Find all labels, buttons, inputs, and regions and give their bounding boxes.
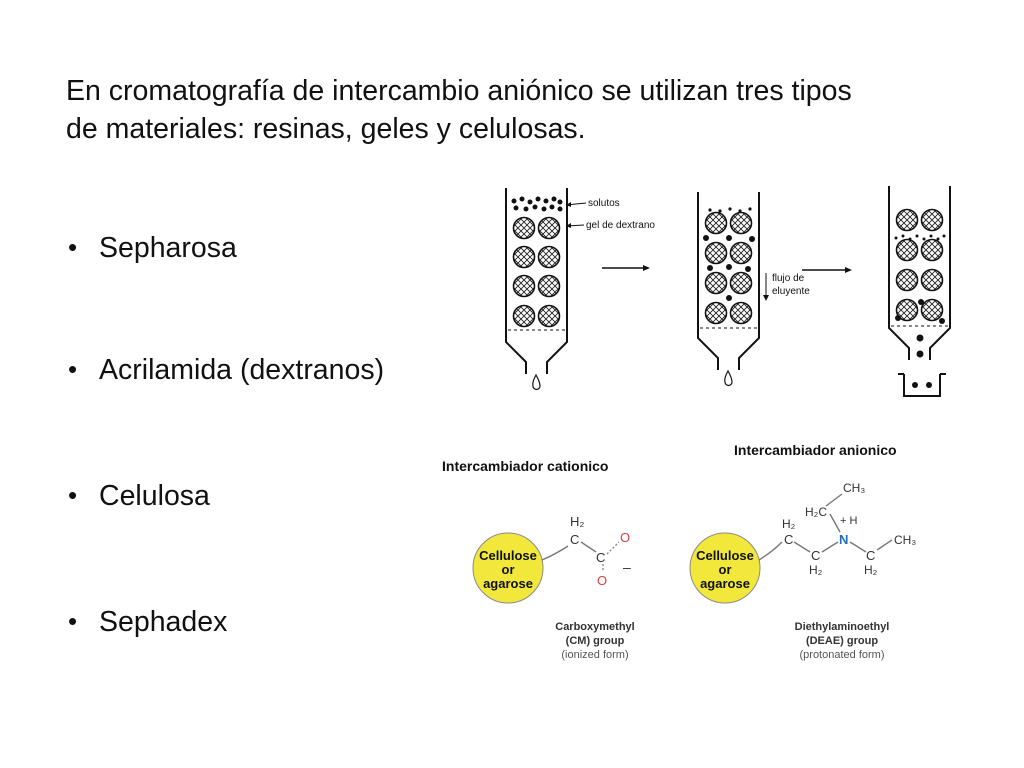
cm-group-diagram: Cellulose or agarose H₂ C C O O – Carbox… — [472, 514, 635, 661]
droplet-icon — [532, 373, 541, 391]
deae-name: Diethylaminoethyl — [795, 621, 890, 633]
svg-text:–: – — [623, 559, 631, 575]
svg-text:H₂: H₂ — [809, 563, 823, 577]
svg-text:(ionized form): (ionized form) — [561, 649, 628, 661]
solute-band — [511, 196, 563, 212]
label-solutos: solutos — [588, 198, 620, 209]
svg-text:Cellulose: Cellulose — [479, 548, 537, 563]
cellulose-bead — [689, 532, 761, 604]
svg-text:(DEAE) group: (DEAE) group — [806, 635, 878, 647]
intro-text: En cromatografía de intercambio aniónico… — [66, 72, 946, 148]
svg-text:(CM) group: (CM) group — [566, 635, 625, 647]
svg-text:(protonated form): (protonated form) — [800, 649, 885, 661]
svg-text:C: C — [811, 548, 820, 563]
beaker-icon — [903, 374, 941, 397]
svg-text:C: C — [596, 550, 605, 565]
cm-name: Carboxymethyl — [555, 621, 634, 633]
column-1: solutos gel de dextrano — [505, 188, 655, 391]
svg-text:H₂: H₂ — [570, 514, 584, 529]
flow-arrow-icon — [763, 295, 769, 301]
label-eluyente: eluyente — [772, 286, 810, 297]
caption-cationico: Intercambiador cationico — [442, 458, 609, 474]
svg-text:CH₃: CH₃ — [894, 533, 916, 547]
column-2: flujo de eluyente — [697, 192, 810, 387]
intro-line-2: de materiales: resinas, geles y celulosa… — [66, 113, 586, 145]
caption-anionico: Intercambiador anionico — [734, 442, 897, 458]
svg-text:C: C — [866, 548, 875, 563]
svg-text:O: O — [620, 530, 630, 545]
svg-text:H₂: H₂ — [864, 563, 878, 577]
svg-text:Cellulose: Cellulose — [696, 548, 754, 563]
bullet-icon: • — [68, 232, 78, 262]
column-diagram: solutos gel de dextrano flujo de eluyent… — [505, 186, 951, 397]
svg-text:CH₃: CH₃ — [843, 481, 865, 495]
bullet-icon: • — [68, 354, 78, 384]
svg-text:O: O — [597, 573, 607, 588]
bullet-icon: • — [68, 480, 78, 510]
svg-text:or: or — [502, 562, 515, 577]
droplet-icon — [724, 369, 733, 387]
intro-line-1: En cromatografía de intercambio aniónico… — [66, 75, 852, 107]
nitrogen-atom: N — [839, 532, 848, 547]
svg-text:agarose: agarose — [700, 576, 750, 591]
cellulose-bead — [472, 532, 544, 604]
column-3 — [888, 186, 951, 397]
label-flujo: flujo de — [772, 273, 805, 284]
svg-text:C: C — [784, 532, 793, 547]
svg-text:H₂: H₂ — [782, 517, 796, 531]
svg-text:C: C — [570, 532, 579, 547]
deae-group-diagram: Cellulose or agarose H₂ C C H₂ N + H H₂C… — [689, 481, 916, 661]
svg-text:or: or — [719, 562, 732, 577]
label-gel-dextrano: gel de dextrano — [586, 220, 655, 231]
svg-text:agarose: agarose — [483, 576, 533, 591]
svg-text:H₂C: H₂C — [805, 505, 827, 519]
bullet-icon: • — [68, 606, 78, 636]
svg-text:+ H: + H — [840, 515, 857, 527]
